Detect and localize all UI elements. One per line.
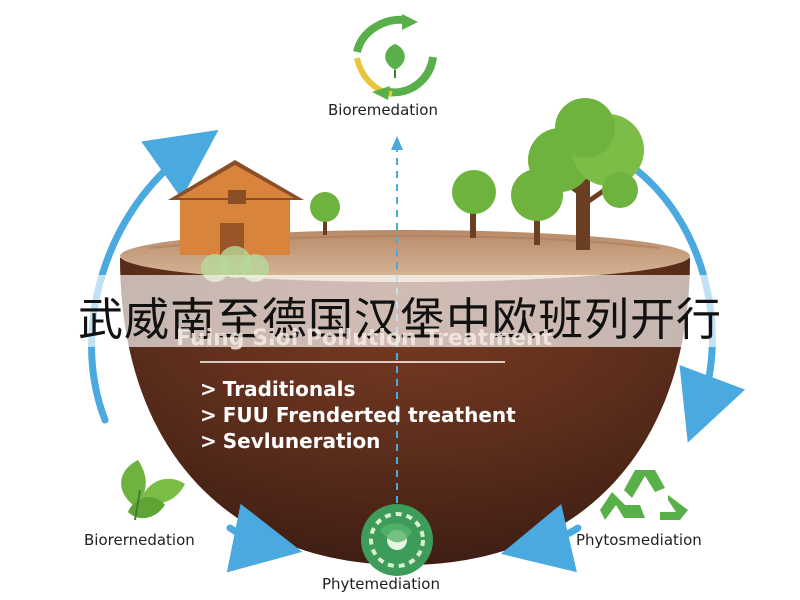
center-line	[391, 136, 403, 530]
list-item-text: Traditionals	[222, 377, 356, 401]
list-item-text: FUU Frenderted treathent	[222, 403, 516, 427]
recycle-leaf-icon	[353, 14, 437, 100]
recycle-icon	[600, 470, 688, 520]
arrow-lower-right	[500, 504, 582, 573]
node-label-bottom: Phytemediation	[322, 575, 440, 593]
list-item-text: Sevluneration	[222, 429, 381, 453]
overlay-banner-text: 武威南至德国汉堡中欧班列开行	[77, 293, 722, 346]
leaves-icon	[121, 460, 185, 521]
treatment-title: Fuing Sioi Pollution Treatment	[176, 326, 553, 351]
small-tree-left	[310, 192, 340, 235]
node-label-right: Phytosmediation	[576, 531, 702, 549]
treatment-list: >Traditionals >FUU Frenderted treathent …	[200, 376, 516, 454]
node-label-top: Bioremedation	[328, 101, 438, 119]
node-label-left: Biorernedation	[84, 531, 195, 549]
list-item: >Traditionals	[200, 377, 356, 401]
list-item: >FUU Frenderted treathent	[200, 403, 516, 427]
trees	[201, 98, 644, 282]
list-item: >Sevluneration	[200, 429, 381, 453]
tree-3	[528, 98, 644, 250]
globe-icon	[361, 504, 433, 576]
arrow-lower-left	[226, 503, 303, 573]
overlay-banner	[0, 275, 800, 347]
tree-1	[452, 170, 496, 238]
house	[168, 160, 304, 255]
arrow-upper-left	[88, 129, 219, 424]
